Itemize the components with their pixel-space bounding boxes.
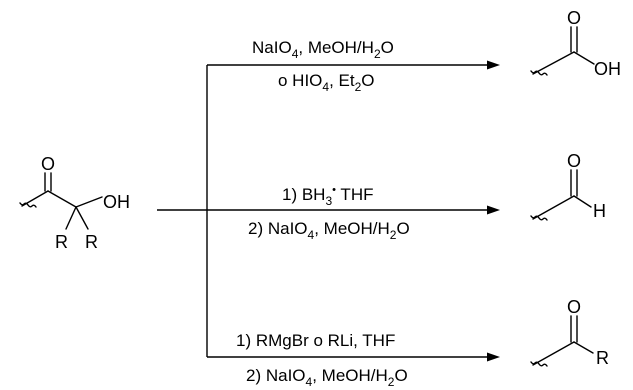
start-r-group-2: R bbox=[85, 232, 98, 252]
product-2-hydrogen: H bbox=[593, 201, 606, 221]
bond-c1-c2 bbox=[21, 190, 49, 207]
bond-c-r bbox=[573, 341, 594, 354]
wavy-bond bbox=[530, 215, 548, 221]
start-carbonyl-oxygen: O bbox=[41, 154, 55, 174]
product-ketone: O R bbox=[530, 297, 609, 368]
starting-material: O OH R R bbox=[19, 154, 130, 252]
bond-c3-r1 bbox=[65, 206, 77, 230]
reagents-route-3: 1) RMgBr o RLi, THF 2) NaIO4, MeOH/H2O bbox=[236, 331, 408, 389]
reagents-route-2: 1) BH3• THF 2) NaIO4, MeOH/H2O bbox=[248, 184, 410, 242]
arrow-1-head bbox=[487, 60, 500, 70]
reagent-2-line-1: 1) BH3• THF bbox=[282, 184, 373, 208]
arrow-2-head bbox=[487, 205, 500, 215]
product-carboxylic-acid: O OH bbox=[530, 8, 621, 79]
product-3-r-group: R bbox=[596, 348, 609, 368]
bond-c3-oh bbox=[75, 196, 103, 208]
wavy-bond bbox=[530, 361, 548, 367]
reagent-1-line-2: o HIO4, Et2O bbox=[278, 71, 375, 94]
reagents-route-1: NaIO4, MeOH/H2O o HIO4, Et2O bbox=[252, 38, 394, 94]
bond-c2-c3 bbox=[47, 190, 77, 208]
reagent-3-line-2: 2) NaIO4, MeOH/H2O bbox=[246, 366, 408, 389]
reagent-1-line-1: NaIO4, MeOH/H2O bbox=[252, 38, 394, 61]
reagent-2-line-2: 2) NaIO4, MeOH/H2O bbox=[248, 219, 410, 242]
start-r-group-1: R bbox=[55, 232, 68, 252]
bond-c-c bbox=[532, 341, 575, 366]
bond-c-h bbox=[573, 195, 592, 208]
start-hydroxyl: OH bbox=[103, 192, 130, 212]
reagent-3-line-1: 1) RMgBr o RLi, THF bbox=[236, 331, 395, 350]
arrow-3-head bbox=[487, 352, 500, 362]
reaction-arrows bbox=[157, 60, 500, 362]
product-aldehyde: O H bbox=[530, 151, 606, 221]
product-2-carbonyl-oxygen: O bbox=[567, 151, 581, 171]
product-1-hydroxyl: OH bbox=[594, 59, 621, 79]
bond-c3-r2 bbox=[75, 206, 89, 230]
product-1-carbonyl-oxygen: O bbox=[567, 8, 581, 28]
bond-c-c bbox=[532, 195, 575, 220]
bond-c-c bbox=[532, 51, 575, 75]
product-3-carbonyl-oxygen: O bbox=[567, 297, 581, 317]
wavy-bond bbox=[530, 70, 548, 76]
bond-c-oh bbox=[573, 51, 595, 65]
